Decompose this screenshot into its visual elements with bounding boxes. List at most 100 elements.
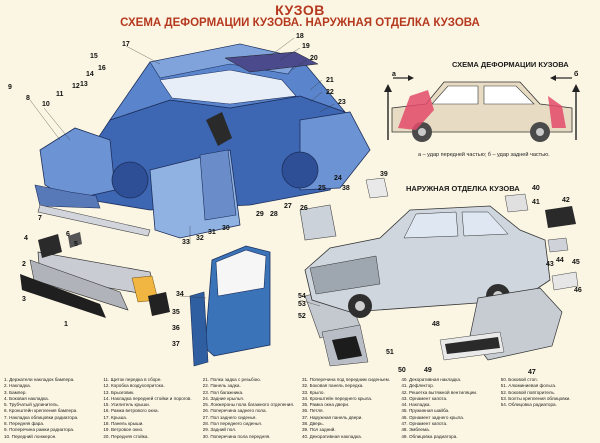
- front-bumper-parts: [20, 204, 170, 318]
- legend-item: 14. Накладка передней стойки и порогов.: [103, 395, 192, 401]
- front-door: [189, 245, 271, 367]
- callout-50: 50: [398, 367, 406, 374]
- callout-1: 1: [64, 321, 68, 328]
- legend-column: 1. Держатели накладок бампера. 2. Наклад…: [4, 377, 99, 441]
- callout-52: 52: [298, 313, 306, 320]
- legend-item: 24. Задние крылья.: [202, 395, 244, 401]
- callout-17: 17: [122, 41, 130, 48]
- callout-48: 48: [432, 321, 440, 328]
- legend-item: 26. Поперечина заднего пола.: [202, 408, 267, 414]
- trunk-lid: [439, 287, 563, 361]
- callout-36: 36: [172, 325, 180, 332]
- callout-3: 3: [22, 296, 26, 303]
- legend-item: 51. Алюминиевая фольга.: [500, 383, 557, 389]
- legend-item: 1. Держатели накладок бампера.: [4, 377, 75, 382]
- legend-item: 37. Наружная панель двери.: [301, 414, 363, 420]
- leader-lines: [29, 37, 335, 307]
- trim-sedan: [304, 205, 551, 318]
- exploded-body-diagram: [34, 43, 371, 239]
- callout-43: 43: [546, 261, 554, 268]
- legend-column: 40. Декоративная накладка. 41. Дефлектор…: [401, 377, 496, 441]
- deformation-end-a: а: [392, 71, 396, 78]
- callout-27: 27: [284, 203, 292, 210]
- legend-item: 16. Рамка ветрового окна.: [103, 408, 159, 414]
- legend-item: 44. Накладка.: [401, 402, 431, 408]
- callout-42: 42: [562, 197, 570, 204]
- legend-column: 21. Полка задка с резьбою. 22. Панель за…: [203, 377, 298, 441]
- legend-item: 38. Дверь.: [301, 421, 324, 427]
- callout-31: 31: [208, 229, 216, 236]
- callout-23: 23: [338, 99, 346, 106]
- callout-16: 16: [98, 65, 106, 72]
- callout-22: 22: [326, 89, 334, 96]
- callout-13: 13: [80, 81, 88, 88]
- legend-item: 15. Усилитель крыши.: [103, 402, 150, 408]
- legend-item: 27. Пол заднего сиденья.: [202, 414, 257, 420]
- legend-item: 52. Боковой повторитель.: [500, 389, 556, 395]
- deformation-caption: а – удар передней частью; б – удар задне…: [418, 152, 550, 158]
- legend-item: 35. Рамка окна двери.: [301, 402, 350, 408]
- legend-item: 50. Боковой стоп.: [500, 377, 538, 382]
- callout-10: 10: [42, 101, 50, 108]
- callout-45: 45: [572, 259, 580, 266]
- callout-26: 26: [300, 205, 308, 212]
- deformation-panel-label: СХЕМА ДЕФОРМАЦИИ КУЗОВА: [452, 60, 569, 69]
- legend-item: 12. Коробка воздухопритока.: [103, 383, 165, 389]
- callout-20: 20: [310, 55, 318, 62]
- legend-item: 18. Панель крыши.: [103, 421, 144, 427]
- legend-item: 47. Орнамент капота.: [401, 421, 448, 427]
- callout-33: 33: [182, 239, 190, 246]
- callout-41: 41: [532, 199, 540, 206]
- legend-item: 32. Боковая панель передка.: [301, 383, 364, 389]
- callout-19: 19: [302, 43, 310, 50]
- deformation-diagram: а б: [384, 70, 580, 142]
- legend-item: 49. Облицовка радиатора.: [401, 433, 458, 439]
- legend-item: 43. Орнамент капота.: [401, 395, 448, 401]
- legend-item: 22. Панель задка.: [202, 383, 241, 389]
- callout-40: 40: [532, 185, 540, 192]
- legend-item: 25. Лонжероны пола багажного отделения.: [202, 402, 295, 408]
- callout-2: 2: [22, 261, 26, 268]
- legend-item: 17. Крыша.: [103, 414, 128, 420]
- legend-item: 45. Пружинная шайба.: [401, 408, 450, 414]
- callout-30: 30: [222, 225, 230, 232]
- legend-item: 42. Решетка вытяжной вентиляции.: [401, 389, 478, 395]
- legend-item: 5. Трубчатый удлинитель.: [4, 402, 60, 408]
- callout-4: 4: [24, 235, 28, 242]
- callout-14: 14: [86, 71, 94, 78]
- legend-item: 29. Задний пол.: [202, 427, 237, 433]
- legend-column: 50. Боковой стоп. 51. Алюминиевая фольга…: [501, 377, 596, 441]
- legend-item: 30. Поперечина пола передняя.: [202, 433, 271, 439]
- legend-item: 31. Поперечина под передним сиденьем.: [301, 377, 391, 382]
- callout-28: 28: [270, 211, 278, 218]
- legend-item: 4. Боковая накладка.: [4, 395, 50, 401]
- callout-8: 8: [26, 95, 30, 102]
- legend-item: 46. Орнамент заднего крыла.: [401, 414, 465, 420]
- callout-32: 32: [196, 235, 204, 242]
- callout-9: 9: [8, 84, 12, 91]
- legend-item: 28. Пол переднего сиденья.: [202, 421, 263, 427]
- callout-11: 11: [56, 91, 64, 98]
- callout-37: 37: [172, 341, 180, 348]
- callout-24: 24: [334, 175, 342, 182]
- callout-21: 21: [326, 77, 334, 84]
- legend-column: 31. Поперечина под передним сиденьем. 32…: [302, 377, 397, 441]
- legend-item: 2. Накладка.: [4, 383, 31, 389]
- legend-item: 8. Передняя фара.: [4, 421, 45, 427]
- legend-item: 36. Петля.: [301, 408, 324, 414]
- legend-item: 9. Поперечина рамки радиатора.: [4, 427, 75, 433]
- legend-item: 6. Кронштейн крепления бампера.: [4, 408, 78, 414]
- legend-item: 39. Пол задний.: [301, 427, 336, 433]
- legend-item: 10. Передний лонжерон.: [4, 433, 57, 439]
- legend-item: 33. Крыло.: [301, 389, 325, 395]
- legend-item: 48. Эмблема.: [401, 427, 430, 433]
- legend-column: 11. Щиток передка в сборе. 12. Коробка в…: [103, 377, 198, 441]
- callout-15: 15: [90, 53, 98, 60]
- callout-49: 49: [424, 367, 432, 374]
- legend-item: 7. Накладка облицовки радиатора.: [4, 414, 79, 420]
- legend-item: 19. Ветровое окно.: [103, 427, 144, 433]
- legend-item: 21. Полка задка с резьбою.: [202, 377, 261, 382]
- callout-18: 18: [296, 33, 304, 40]
- legend: 1. Держатели накладок бампера. 2. Наклад…: [4, 377, 596, 441]
